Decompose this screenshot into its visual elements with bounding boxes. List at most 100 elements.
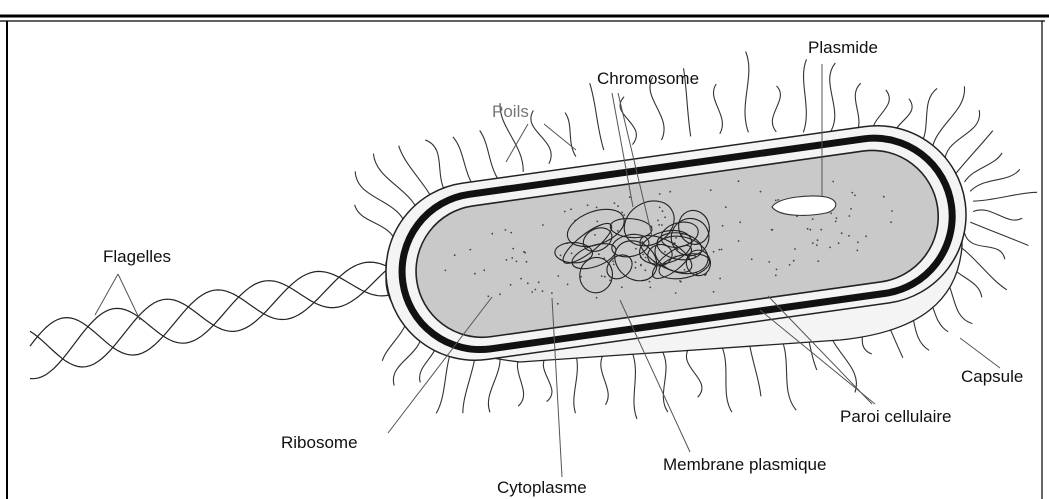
pilus xyxy=(829,63,835,134)
label-capsule: Capsule xyxy=(961,367,1023,386)
ribosome-dot xyxy=(557,303,559,305)
ribosome-dot xyxy=(499,293,501,295)
ribosome-dot xyxy=(856,250,858,252)
pilus xyxy=(931,86,964,157)
label-flagelles: Flagelles xyxy=(103,247,171,266)
ribosome-dot xyxy=(491,233,493,235)
pilus xyxy=(686,346,702,397)
ribosome-dot xyxy=(635,248,637,250)
ribosome-dot xyxy=(617,205,619,207)
ribosome-dot xyxy=(598,253,600,255)
ribosome-dot xyxy=(609,279,611,281)
ribosome-dot xyxy=(587,204,589,206)
ribosome-dot xyxy=(809,229,811,231)
ribosome-dot xyxy=(675,237,677,239)
pilus xyxy=(382,321,407,361)
ribosome-dot xyxy=(820,229,822,231)
ribosome-dot xyxy=(851,192,853,194)
ribosome-dot xyxy=(675,292,677,294)
ribosome-dot xyxy=(739,221,741,223)
ribosome-dot xyxy=(865,235,867,237)
ribosome-dot xyxy=(534,289,536,291)
ribosome-dot xyxy=(807,228,809,230)
pilus xyxy=(970,169,1020,191)
ribosome-dot xyxy=(848,235,850,237)
ribosome-dot xyxy=(640,264,642,266)
pilus xyxy=(772,86,780,132)
ribosome-dot xyxy=(848,215,850,217)
ribosome-dot xyxy=(659,207,661,209)
pilus xyxy=(531,110,551,163)
pilus xyxy=(480,131,499,181)
ribosome-dot xyxy=(571,252,573,254)
ribosome-dot xyxy=(829,247,831,249)
ribosome-dot xyxy=(604,276,606,278)
ribosome-dot xyxy=(816,244,818,246)
ribosome-dot xyxy=(526,261,528,263)
ribosome-dot xyxy=(679,280,681,282)
ribosome-dot xyxy=(649,287,651,289)
pilus xyxy=(720,341,732,412)
ribosome-dot xyxy=(768,261,770,263)
ribosome-dot xyxy=(649,281,651,283)
ribosome-dot xyxy=(614,202,616,204)
ribosome-dot xyxy=(596,221,598,223)
ribosome-dot xyxy=(596,207,598,209)
ribosome-dot xyxy=(835,221,837,223)
ribosome-dot xyxy=(505,229,507,231)
ribosome-dot xyxy=(520,278,522,280)
ribosome-dot xyxy=(669,191,671,193)
ribosome-dot xyxy=(510,284,512,286)
label-cytoplasme: Cytoplasme xyxy=(497,478,587,497)
ribosome-dot xyxy=(817,260,819,262)
ribosome-dot xyxy=(644,269,646,271)
ribosome-dot xyxy=(854,195,856,197)
pilus xyxy=(565,113,576,157)
label-ribosome: Ribosome xyxy=(281,433,358,452)
pilus xyxy=(355,205,396,242)
ribosome-dot xyxy=(564,211,566,213)
label-chromosome: Chromosome xyxy=(597,69,699,88)
ribosome-dot xyxy=(891,210,893,212)
ribosome-dot xyxy=(512,248,514,250)
pilus xyxy=(590,83,604,150)
ribosome-dot xyxy=(613,264,615,266)
ribosome-dot xyxy=(817,239,819,241)
ribosome-dot xyxy=(789,264,791,266)
ribosome-dot xyxy=(601,275,603,277)
label-paroi-cellulaire: Paroi cellulaire xyxy=(840,407,952,426)
ribosome-dot xyxy=(794,248,796,250)
ribosome-dot xyxy=(776,269,778,271)
ribosome-dot xyxy=(738,180,740,182)
flagellum-strand-3 xyxy=(30,271,398,367)
ribosome-dot xyxy=(777,199,779,201)
flagellum-strand-2 xyxy=(30,262,398,355)
ribosome-dot xyxy=(772,229,774,231)
ribosome-dot xyxy=(751,258,753,260)
ribosome-dot xyxy=(580,276,582,278)
ribosome-dot xyxy=(890,221,892,223)
ribosome-dot xyxy=(487,295,489,297)
ribosome-dot xyxy=(830,212,832,214)
ribosome-dot xyxy=(621,286,623,288)
ribosome-dot xyxy=(560,255,562,257)
ribosome-dot xyxy=(516,261,518,263)
ribosome-dot xyxy=(527,282,529,284)
ribosome-dot xyxy=(662,210,664,212)
flagella-helix-icon xyxy=(30,261,398,379)
leader-poils-1 xyxy=(506,124,528,162)
ribosome-dot xyxy=(713,291,715,293)
ribosome-dot xyxy=(531,291,533,293)
label-plasmide: Plasmide xyxy=(808,38,878,57)
pilus xyxy=(355,171,407,231)
ribosome-dot xyxy=(793,260,795,262)
ribosome-dot xyxy=(645,257,647,259)
label-membrane-plasmique: Membrane plasmique xyxy=(663,455,826,474)
ribosome-dot xyxy=(883,196,885,198)
flagellum-strand-1 xyxy=(30,261,398,379)
ribosome-dot xyxy=(629,196,631,198)
ribosome-dot xyxy=(594,234,596,236)
ribosome-dot xyxy=(538,281,540,283)
ribosome-dot xyxy=(760,191,762,193)
label-poils: Poils xyxy=(492,102,529,121)
